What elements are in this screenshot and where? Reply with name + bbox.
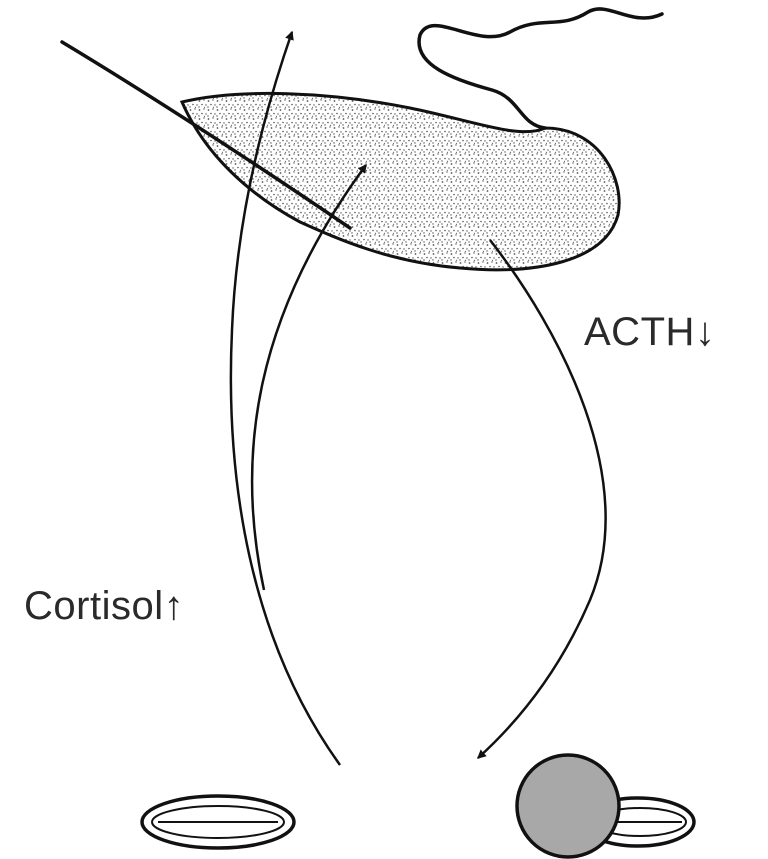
acth-label: ACTH↓ — [584, 312, 715, 352]
left-adrenal-gland — [142, 796, 294, 848]
cortisol-label: Cortisol↑ — [24, 586, 184, 626]
pituitary-gland — [182, 93, 619, 269]
pituitary-stalk — [419, 9, 662, 128]
adrenal-tumor — [517, 755, 619, 857]
